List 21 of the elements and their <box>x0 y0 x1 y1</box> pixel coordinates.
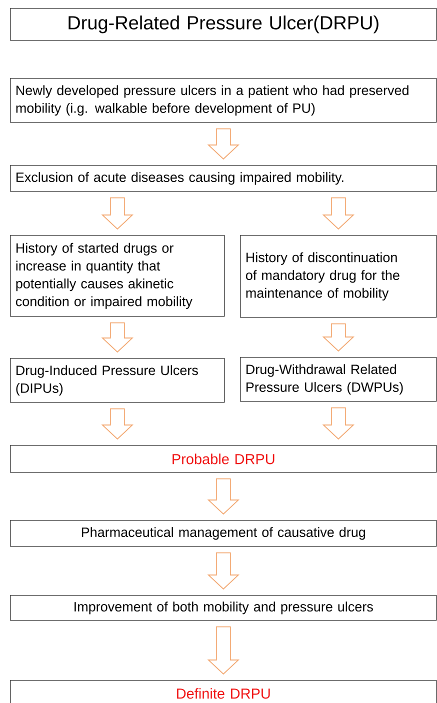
block-arrow <box>207 478 240 515</box>
block-arrow <box>101 197 134 230</box>
process-box: History of discontinuation of mandatory drug for the maintenance of mobility <box>240 235 437 318</box>
process-box: Improvement of both mobility and pressure ulcers <box>10 595 437 621</box>
process-box: Pharmaceutical management of causative drug <box>10 520 437 547</box>
block-arrow <box>322 407 355 440</box>
title-box: Drug-Related Pressure Ulcer(DRPU) <box>10 8 437 41</box>
block-arrow <box>322 323 355 352</box>
block-arrow <box>101 408 134 440</box>
block-arrow <box>322 197 355 230</box>
block-arrow <box>207 626 240 675</box>
process-box: Exclusion of acute diseases causing impaired mobility. <box>10 165 437 192</box>
block-arrow <box>207 128 240 160</box>
process-box: Drug-Withdrawal Related Pressure Ulcers (DWPUs) <box>240 357 437 402</box>
process-box: Newly developed pressure ulcers in a patient who had preserved mobility (i.g. walkable before development of PU) <box>10 78 437 123</box>
block-arrow <box>207 552 240 590</box>
result-box: Probable DRPU <box>10 445 437 473</box>
process-box: Drug-Induced Pressure Ulcers (DIPUs) <box>10 358 225 403</box>
process-box: History of started drugs or increase in quantity that potentially causes akinetic condition or impaired mobility <box>10 235 225 317</box>
result-box: Definite DRPU <box>10 680 437 703</box>
block-arrow <box>101 322 134 353</box>
